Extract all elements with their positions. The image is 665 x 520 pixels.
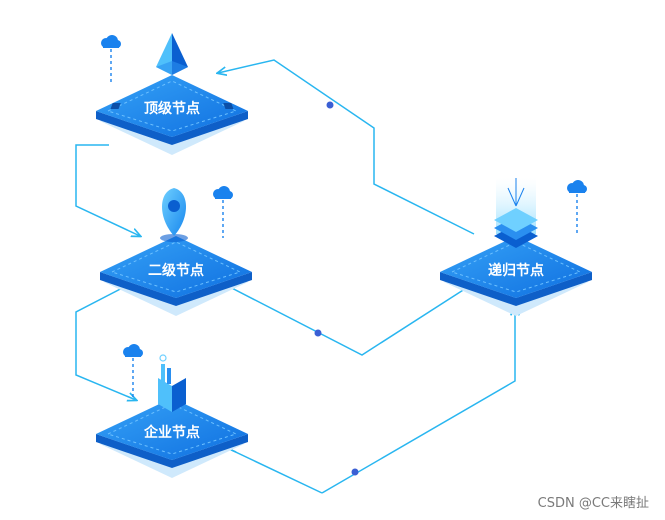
- platform-rim: [106, 403, 238, 455]
- junction-dots: [314, 101, 359, 476]
- corner-chip: [223, 103, 234, 109]
- watermark: CSDN @CC来瞎扯: [537, 496, 649, 511]
- platform-top: [440, 236, 592, 298]
- platform-rim: [450, 241, 582, 293]
- edge-top-to-second: [75, 144, 140, 236]
- node-top[interactable]: 顶级节点: [96, 33, 248, 155]
- server-stack-icon: [494, 178, 538, 248]
- cloud-icon: [101, 35, 121, 83]
- platform-side: [96, 111, 248, 145]
- node-label: 顶级节点: [144, 100, 200, 117]
- edge-recursive-to-second: [222, 283, 472, 356]
- pyramid-icon: [156, 33, 188, 75]
- platform-side: [100, 272, 252, 306]
- platform-rim: [106, 80, 238, 132]
- connectors: [75, 59, 515, 494]
- node-enterprise[interactable]: 企业节点: [96, 344, 248, 478]
- cloud-icon: [213, 186, 233, 238]
- junction-dot: [314, 329, 322, 337]
- node-label: 企业节点: [143, 424, 200, 441]
- corner-chip: [110, 103, 121, 109]
- edge-second-to-enterprise: [75, 282, 136, 400]
- node-second[interactable]: 二级节点: [100, 186, 252, 316]
- node-label: 递归节点: [488, 262, 544, 279]
- platform-rim: [110, 241, 242, 293]
- platform-side: [96, 434, 248, 468]
- edge-recursive-to-top: [218, 59, 475, 235]
- location-pin-icon: [160, 188, 188, 242]
- edge-enterprise-to-recursive: [224, 307, 515, 494]
- platform-top: [96, 75, 248, 137]
- platform-side: [440, 272, 592, 306]
- platform-top: [96, 398, 248, 460]
- node-recursive[interactable]: 递归节点: [440, 178, 592, 316]
- cloud-icon: [123, 344, 143, 398]
- factory-icon: [158, 354, 186, 412]
- junction-dot: [326, 101, 334, 109]
- node-label: 二级节点: [148, 262, 204, 279]
- cloud-icon: [567, 180, 587, 234]
- platform-top: [100, 236, 252, 298]
- junction-dot: [351, 468, 359, 476]
